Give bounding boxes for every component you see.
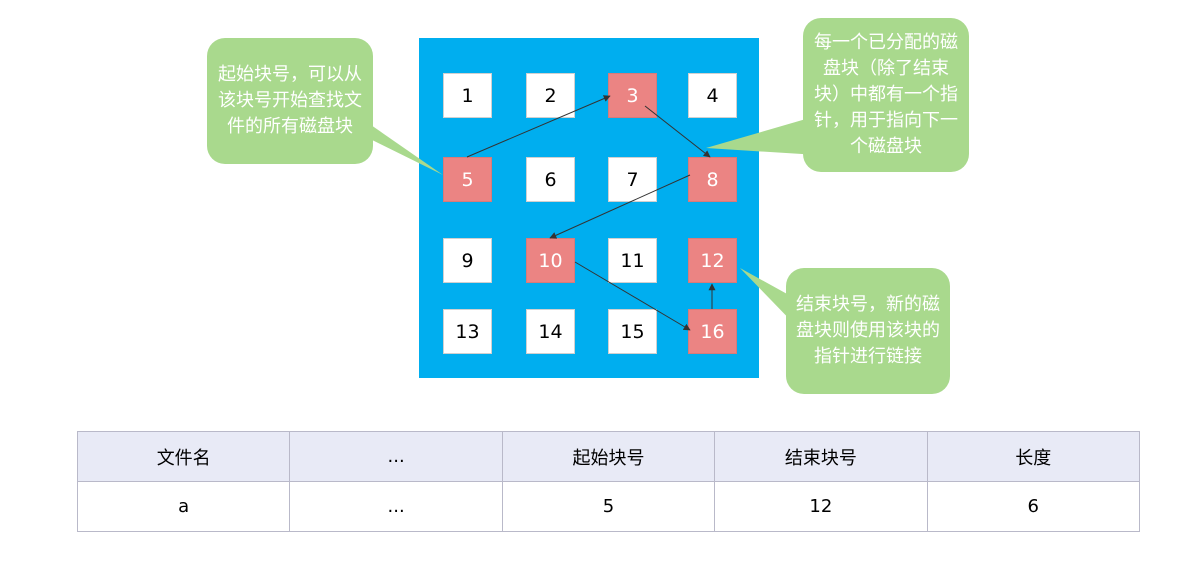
block-label: 15 xyxy=(620,320,645,343)
table-header-row: 文件名 ... 起始块号 结束块号 长度 xyxy=(76,431,1141,482)
col-header-filename: 文件名 xyxy=(76,431,291,482)
col-header-length: 长度 xyxy=(926,431,1141,482)
col-header-ellipsis: ... xyxy=(289,431,503,482)
disk-block: 2 xyxy=(526,73,575,118)
block-label: 1 xyxy=(461,84,474,107)
col-header-start-block: 起始块号 xyxy=(501,431,716,482)
callout-end-text: 结束块号，新的磁盘块则使用该块的指针进行链接 xyxy=(796,294,940,367)
disk-block-used: 16 xyxy=(688,309,737,354)
disk-block: 4 xyxy=(688,73,737,118)
disk-block: 9 xyxy=(443,238,492,283)
block-label: 5 xyxy=(461,168,474,191)
block-label: 16 xyxy=(700,320,725,343)
cell-filename: a xyxy=(76,481,291,532)
disk-block: 13 xyxy=(443,309,492,354)
disk-block: 7 xyxy=(608,157,657,202)
callout-end-block: 结束块号，新的磁盘块则使用该块的指针进行链接 xyxy=(786,268,950,394)
block-label: 3 xyxy=(626,84,639,107)
callout-start-text: 起始块号，可以从该块号开始查找文件的所有磁盘块 xyxy=(218,64,362,137)
block-label: 10 xyxy=(538,249,563,272)
callout-pointer: 每一个已分配的磁盘块（除了结束块）中都有一个指针，用于指向下一个磁盘块 xyxy=(803,18,969,172)
file-allocation-table: 文件名 ... 起始块号 结束块号 长度 a ... 5 12 6 xyxy=(76,431,1141,532)
block-label: 4 xyxy=(706,84,719,107)
cell-ellipsis: ... xyxy=(289,481,503,532)
block-label: 6 xyxy=(544,168,557,191)
callout-tail-end xyxy=(740,268,800,330)
block-label: 7 xyxy=(626,168,639,191)
block-label: 12 xyxy=(700,249,725,272)
chain-arrow-8-to-10 xyxy=(549,174,691,239)
chain-arrow-3-to-8 xyxy=(644,105,711,158)
disk-block: 14 xyxy=(526,309,575,354)
block-label: 9 xyxy=(461,249,474,272)
disk-block-used: 12 xyxy=(688,238,737,283)
disk-block-used: 5 xyxy=(443,157,492,202)
callout-pointer-text: 每一个已分配的磁盘块（除了结束块）中都有一个指针，用于指向下一个磁盘块 xyxy=(814,32,958,157)
cell-length: 6 xyxy=(926,481,1141,532)
block-label: 14 xyxy=(538,320,563,343)
col-header-end-block: 结束块号 xyxy=(714,431,928,482)
cell-end-block: 12 xyxy=(714,481,928,532)
disk-block-used: 8 xyxy=(688,157,737,202)
block-label: 8 xyxy=(706,168,719,191)
callout-start-block: 起始块号，可以从该块号开始查找文件的所有磁盘块 xyxy=(207,38,373,164)
chain-arrow-5-to-3 xyxy=(466,95,611,158)
disk-block: 15 xyxy=(608,309,657,354)
disk-block: 1 xyxy=(443,73,492,118)
disk-block: 11 xyxy=(608,238,657,283)
table-row: a ... 5 12 6 xyxy=(76,481,1141,532)
cell-start-block: 5 xyxy=(501,481,716,532)
block-label: 13 xyxy=(455,320,480,343)
chain-arrow-10-to-16 xyxy=(574,261,691,331)
block-label: 11 xyxy=(620,249,645,272)
disk-block-used: 3 xyxy=(608,73,657,118)
block-label: 2 xyxy=(544,84,557,107)
callout-tail-pointer xyxy=(706,112,830,155)
disk-block: 6 xyxy=(526,157,575,202)
